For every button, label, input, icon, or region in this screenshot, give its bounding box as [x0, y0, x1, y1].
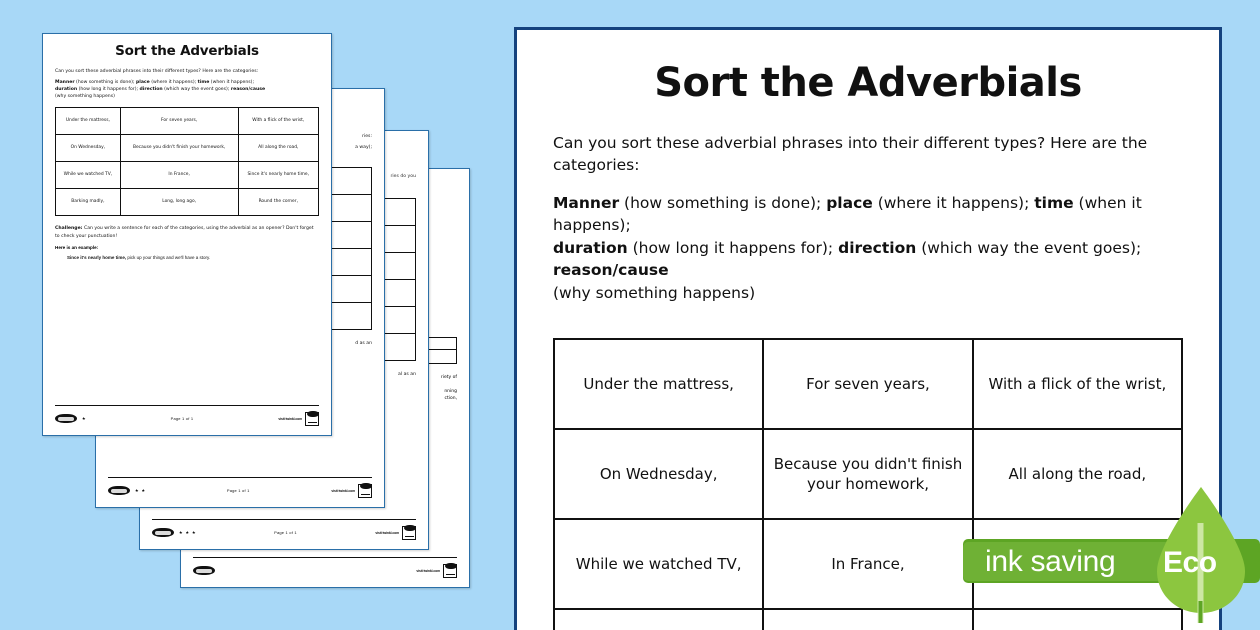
twinkl-badge-icon — [305, 410, 319, 426]
difficulty-stars — [82, 416, 86, 421]
table-row: On Wednesday, Because you didn't finish … — [552, 428, 1184, 521]
table-row: While we watched TV, In France, Since it… — [552, 518, 1184, 611]
table-cell-since-its-nearly-home-time[interactable]: Since it's nearly home time, — [971, 518, 1184, 611]
difficulty-stars — [135, 488, 145, 493]
table-cell-while-we-watched-tv[interactable]: While we watched TV, — [552, 518, 765, 611]
intro-text: Can you sort these adverbial phrases int… — [553, 134, 1148, 174]
table-row: Under the mattress, For seven years, Wit… — [55, 107, 320, 136]
table-cell: Because you didn't finish your homework, — [119, 134, 239, 163]
thumbnail-footer: visit twinkl.com — [193, 557, 457, 579]
worksheet-thumbnail-1[interactable]: Sort the Adverbials Can you sort these a… — [42, 33, 332, 436]
table-cell-for-seven-years[interactable]: For seven years, — [762, 338, 974, 431]
table-row: Barking madly, Long, long ago, Round the… — [55, 188, 320, 217]
table-row: On Wednesday, Because you didn't finish … — [55, 134, 320, 163]
page-number: Page 1 of 1 — [226, 488, 250, 493]
thumbnail-title: Sort the Adverbials — [115, 43, 259, 59]
thumbnail-footer: Page 1 of 1 visit twinkl.com — [55, 405, 319, 427]
table-cell: Barking madly, — [55, 188, 121, 217]
worksheet-main-preview[interactable]: Sort the Adverbials Can you sort these a… — [514, 27, 1222, 630]
star-icon — [185, 530, 189, 534]
twinkl-badge-icon — [358, 482, 372, 498]
page-number: Page 1 of 1 — [274, 530, 297, 535]
thumbnail-phrase-table: Under the mattress, For seven years, Wit… — [55, 107, 320, 217]
twinkl-logo-icon — [152, 528, 174, 537]
table-cell: Long, long ago, — [119, 188, 239, 217]
page-title: Sort the Adverbials — [654, 60, 1082, 106]
thumbnail-categories: Manner (how something is done); place (w… — [55, 80, 266, 100]
visit-label: visit twinkl.com — [331, 488, 355, 493]
thumbnail-example: Since it's nearly home time, pick up you… — [67, 255, 211, 261]
thumbnail-footer: Page 1 of 1 visit twinkl.com — [108, 477, 372, 499]
table-cell-in-france[interactable]: In France, — [762, 518, 974, 611]
table-row: Barking madly, Long, long ago, Round the… — [552, 608, 1184, 630]
star-icon — [135, 488, 139, 492]
star-icon — [82, 416, 86, 420]
twinkl-badge-icon — [402, 524, 416, 540]
table-cell-all-along-the-road[interactable]: All along the road, — [971, 428, 1184, 521]
table-cell: With a flick of the wrist, — [237, 107, 320, 136]
table-cell-barking-madly[interactable]: Barking madly, — [552, 608, 765, 630]
table-cell: Since it's nearly home time, — [237, 161, 320, 190]
visit-label: visit twinkl.com — [375, 530, 399, 535]
table-cell: For seven years, — [119, 107, 239, 136]
thumbnail-footer: Page 1 of 1 visit twinkl.com — [152, 519, 416, 541]
star-icon — [141, 488, 145, 492]
table-cell: Under the mattress, — [55, 107, 121, 136]
twinkl-badge-icon — [443, 562, 457, 578]
table-row: While we watched TV, In France, Since it… — [55, 161, 320, 190]
phrase-table: Under the mattress, For seven years, Wit… — [552, 338, 1184, 630]
difficulty-stars — [179, 530, 196, 535]
thumbnail-intro: Can you sort these adverbial phrases int… — [55, 69, 259, 74]
visit-label: visit twinkl.com — [278, 416, 302, 421]
worksheet-thumbnail-stack: /Cause finish riety of nning ction, visi… — [0, 0, 500, 630]
thumbnail-example-label: Here is an example: — [55, 245, 99, 251]
twinkl-logo-icon — [193, 566, 215, 575]
table-cell: While we watched TV, — [55, 161, 121, 190]
table-cell: In France, — [119, 161, 239, 190]
twinkl-logo-icon — [55, 414, 77, 423]
table-cell-on-wednesday[interactable]: On Wednesday, — [552, 428, 765, 521]
star-icon — [192, 530, 196, 534]
table-cell-long-long-ago[interactable]: Long, long ago, — [762, 608, 974, 630]
table-cell-with-a-flick-of-the-wrist[interactable]: With a flick of the wrist, — [971, 338, 1184, 431]
thumbnail-challenge: Challenge: Can you write a sentence for … — [55, 226, 314, 239]
categories-text: Manner (how something is done); place (w… — [553, 194, 1142, 302]
answer-sheet-note: riety of nning ction, — [440, 375, 457, 402]
table-cell-because-you-didnt-finish-your-homework[interactable]: Because you didn't finish your homework, — [762, 428, 974, 521]
visit-label: visit twinkl.com — [416, 568, 440, 573]
table-cell: Round the corner, — [237, 188, 320, 217]
star-icon — [179, 530, 183, 534]
twinkl-logo-icon — [108, 486, 130, 495]
table-row: Under the mattress, For seven years, Wit… — [552, 338, 1184, 431]
table-cell-under-the-mattress[interactable]: Under the mattress, — [552, 338, 765, 431]
table-cell: All along the road, — [237, 134, 320, 163]
table-cell-round-the-corner[interactable]: Round the corner, — [971, 608, 1184, 630]
table-cell: On Wednesday, — [55, 134, 121, 163]
page-number: Page 1 of 1 — [170, 416, 194, 421]
